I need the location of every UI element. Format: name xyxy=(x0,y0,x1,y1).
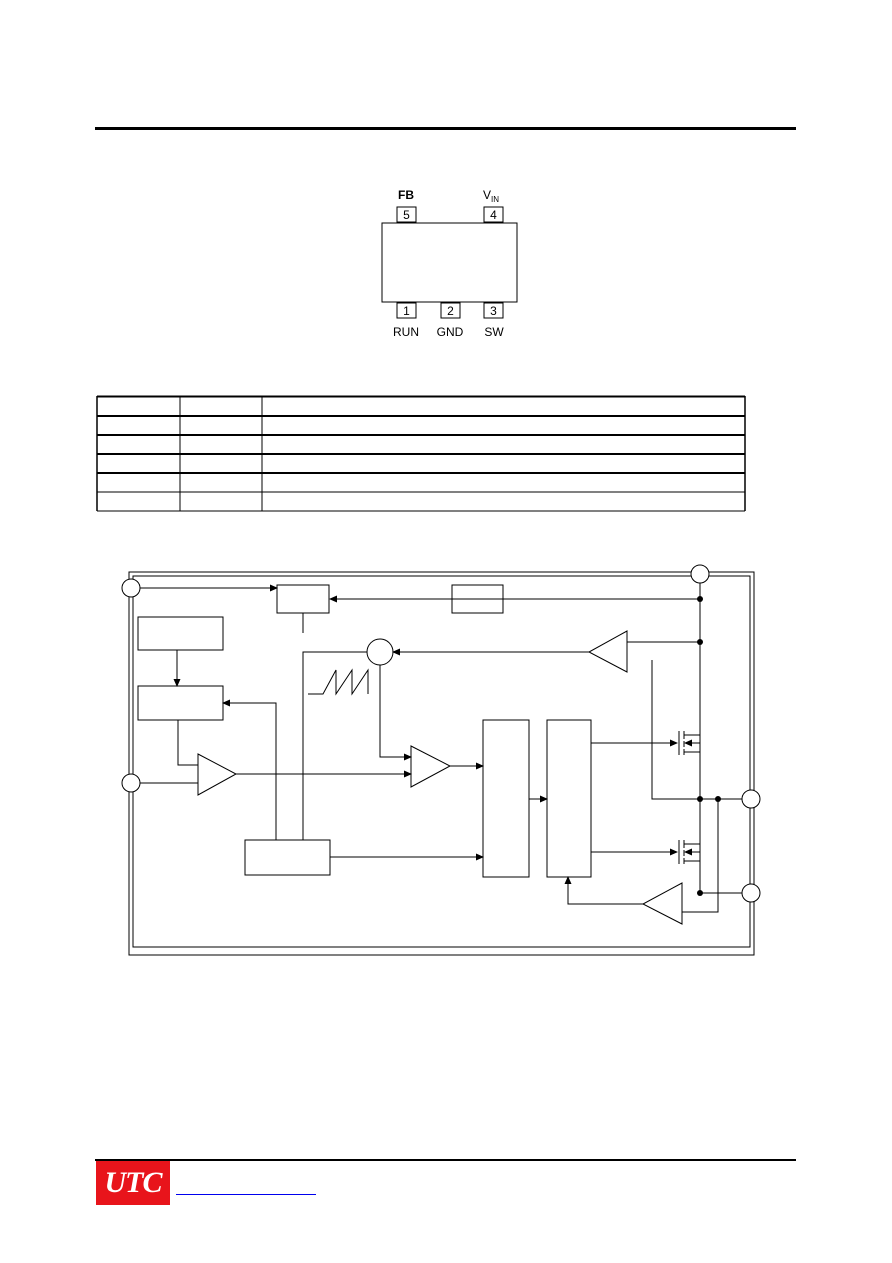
footer-rule xyxy=(95,1159,796,1161)
pin-circle-vin xyxy=(690,564,710,584)
pin-2-number: 2 xyxy=(447,304,454,318)
pin-label-run: RUN xyxy=(393,325,419,339)
pin-3-number: 3 xyxy=(490,304,497,318)
ramp-waveform xyxy=(308,668,369,696)
pin-4-box xyxy=(483,206,504,223)
pin-description-table xyxy=(96,395,746,512)
pin-circle-run xyxy=(121,578,141,598)
pin-circle-gnd xyxy=(741,883,761,903)
pin-5-box xyxy=(396,206,417,223)
pin-2-box xyxy=(440,302,461,319)
pin-label-vin: VIN xyxy=(483,188,499,204)
summing-node xyxy=(366,638,394,666)
current-sense-amplifier xyxy=(587,630,628,673)
pin-label-sw: SW xyxy=(484,325,504,339)
block-top-small xyxy=(276,584,330,614)
pin-4-number: 4 xyxy=(490,208,497,222)
error-amplifier xyxy=(197,753,238,796)
diagram-border-outer xyxy=(128,571,755,956)
package-body xyxy=(381,222,518,303)
block-left-upper xyxy=(137,616,224,651)
pin-3-box xyxy=(483,302,504,319)
website-link-underline[interactable] xyxy=(176,1194,316,1195)
pin-5-number: 5 xyxy=(403,208,410,222)
utc-logo: UTC xyxy=(96,1161,170,1205)
pin-1-number: 1 xyxy=(403,304,410,318)
block-diagram xyxy=(121,564,761,956)
diagram-border-inner xyxy=(132,575,751,948)
pwm-comparator xyxy=(410,745,452,788)
pin-circle-sw xyxy=(741,789,761,809)
pin-label-gnd: GND xyxy=(437,325,464,339)
pin-1-box xyxy=(396,302,417,319)
junction-dots xyxy=(697,596,721,896)
block-bottom-center xyxy=(244,839,331,876)
zero-cross-comparator xyxy=(641,882,683,925)
header-rule xyxy=(95,127,796,130)
pin-configuration-diagram: FB VIN 5 4 1 2 3 RUN GND SW xyxy=(381,188,518,339)
pin-label-fb: FB xyxy=(398,188,414,202)
block-driver xyxy=(546,719,592,878)
block-logic xyxy=(482,719,530,878)
pin-circle-fb xyxy=(121,773,141,793)
block-left-middle xyxy=(137,685,224,721)
